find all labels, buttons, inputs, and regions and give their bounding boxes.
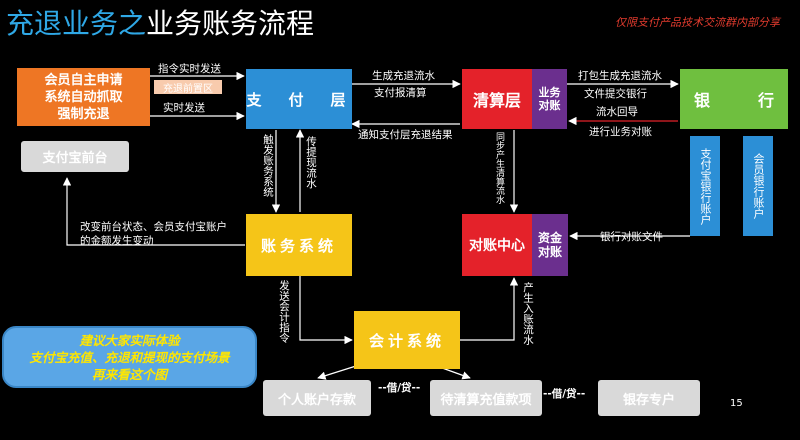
label-trigger-accounting: 触发账务系统 [262,134,274,197]
pending-refund-box: 待清算充值款项 [430,380,542,416]
share-note: 仅限支付产品技术交流群内部分享 [615,16,780,29]
personal-account-box: 个人账户存款 [263,380,371,416]
member-request-box: 会员自主申请 系统自动抓取 强制充退 [17,68,150,126]
page-title: 充退业务之业务账务流程 [6,2,314,42]
fund-reconcile-box: 资金 对账 [532,214,568,276]
label-debit-credit-2: --借/贷-- [543,388,586,400]
label-realtime-send: 实时发送 [163,102,205,114]
label-bank-statement: 银行对账文件 [600,231,663,243]
label-instruct-realtime: 指令实时发送 [158,63,221,75]
suggestion-callout: 建议大家实际体验 支付宝充值、充退和提现的支付场景 再来看这个图 [2,326,257,388]
label-pay-report-clear: 支付报清算 [374,87,427,99]
label-debit-credit-1: --借/贷-- [378,382,421,394]
refund-staging-box: 充退前置区 [154,80,222,95]
alipay-front-box: 支付宝前台 [21,141,129,172]
label-pack-gen-flow: 打包生成充退流水 [578,70,662,82]
page-number: 15 [730,398,743,409]
label-gen-entry-flow: 产生入账流水 [522,282,534,345]
clearing-layer-box: 清算层 [462,69,532,129]
edge-send-cmd [299,276,353,345]
reconcile-center-box: 对账中心 [462,214,532,276]
business-reconcile-box: 业务 对账 [532,69,567,129]
bank-box: 银 行 [680,69,788,129]
label-change-front: 改变前台状态、会员支付宝账户 的金额发生变动 [80,221,227,247]
label-file-submit-bank: 文件提交银行 [584,88,647,100]
member-bank-account-box: 会员银行账户 [743,136,773,236]
label-biz-reconcile: 进行业务对账 [589,126,652,138]
label-sync-clearing-flow: 同步产生清算流水 [494,132,504,204]
bank-deposit-box: 银存专户 [598,380,700,416]
label-pass-withdraw-flow: 传提现流水 [305,136,317,189]
ledger-system-box: 会计系统 [354,311,460,369]
payment-layer-box: 支 付 层 [246,69,352,129]
title-part1: 充退业务之 [6,7,147,40]
label-flow-return: 流水回导 [596,106,638,118]
accounting-system-box: 账务系统 [246,214,352,276]
edge-entry-flow [460,277,519,341]
label-notify-result: 通知支付层充退结果 [358,129,453,141]
edge-change-front [62,177,245,246]
alipay-bank-account-box: 支付宝银行账户 [690,136,720,236]
title-part2: 业务账务流程 [146,7,315,40]
label-send-accounting-cmd: 发送会计指令 [278,280,290,343]
label-gen-refund-flow: 生成充退流水 [372,70,435,82]
